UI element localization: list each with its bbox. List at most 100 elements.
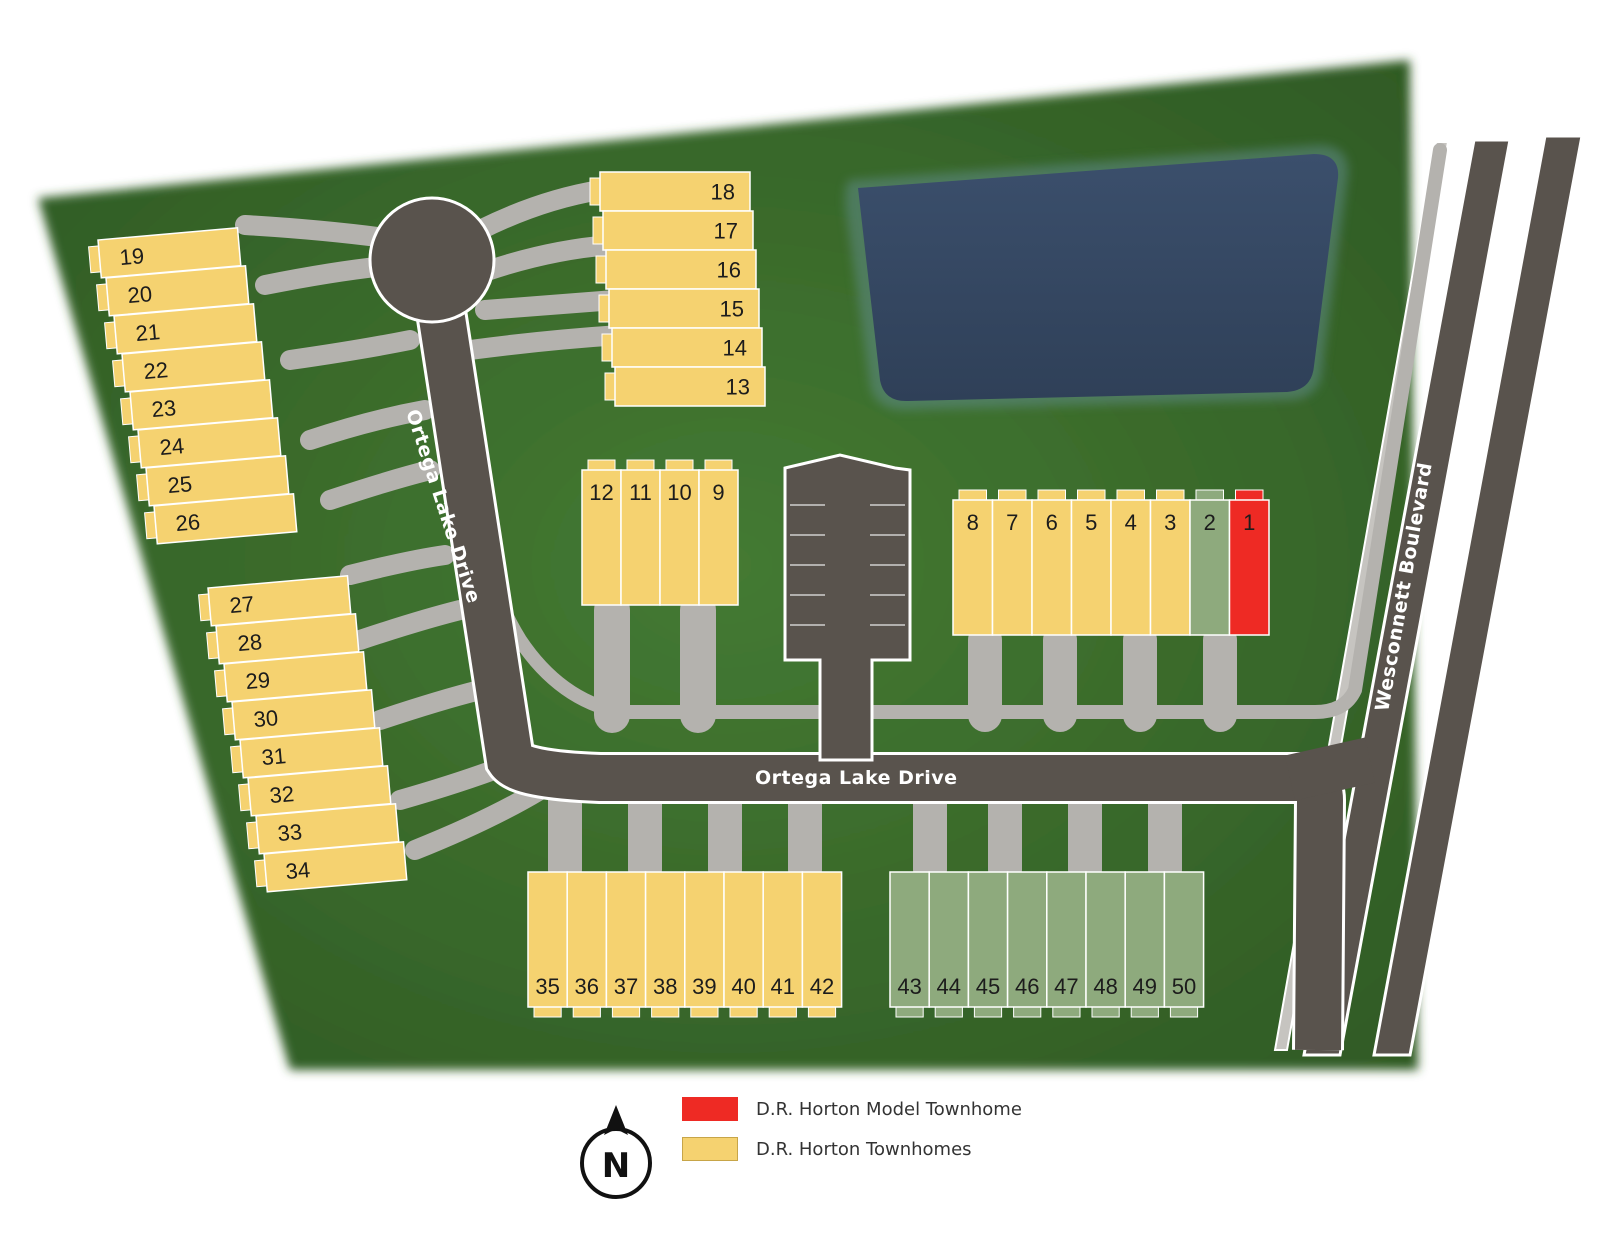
- lot-48[interactable]: 48: [1085, 871, 1126, 1018]
- lot-1[interactable]: 1: [1228, 489, 1270, 636]
- lot-31[interactable]: 31: [230, 726, 384, 779]
- lot-tab: [973, 1006, 1003, 1018]
- lot-number: 7: [1006, 510, 1018, 535]
- lot-12[interactable]: 12: [581, 459, 622, 606]
- parking-lot: [783, 453, 912, 762]
- lot-block: [608, 288, 760, 329]
- lot-number: 15: [720, 297, 744, 322]
- lot-tab: [1116, 489, 1145, 501]
- lot-5[interactable]: 5: [1070, 489, 1112, 636]
- lot-tab: [665, 459, 694, 471]
- lot-number: 21: [135, 319, 162, 346]
- lot-50[interactable]: 50: [1163, 871, 1205, 1018]
- lot-14[interactable]: 14: [601, 327, 763, 368]
- lot-2[interactable]: 2: [1189, 489, 1231, 636]
- lot-block: [263, 840, 408, 893]
- lot-tab: [1169, 1006, 1199, 1018]
- lot-number: 24: [159, 433, 186, 460]
- lot-block: [1070, 499, 1112, 636]
- lot-38[interactable]: 38: [644, 871, 686, 1018]
- lot-block: [605, 249, 757, 290]
- lot-number: 9: [712, 480, 724, 505]
- street-label-ortega-main: Ortega Lake Drive: [755, 767, 958, 789]
- lot-number: 30: [253, 705, 280, 732]
- lot-17[interactable]: 17: [592, 210, 754, 251]
- lot-21[interactable]: 21: [104, 302, 258, 355]
- lot-8[interactable]: 8: [952, 489, 994, 636]
- lot-34[interactable]: 34: [254, 840, 408, 893]
- lot-36[interactable]: 36: [566, 871, 608, 1018]
- lot-28[interactable]: 28: [206, 612, 360, 665]
- lot-block: [1031, 499, 1073, 636]
- lot-tab: [1091, 1006, 1120, 1018]
- lot-16[interactable]: 16: [595, 249, 757, 290]
- legend-swatch-townhomes: [682, 1137, 738, 1161]
- lot-44[interactable]: 44: [928, 871, 970, 1018]
- lot-45[interactable]: 45: [967, 871, 1009, 1018]
- lot-23[interactable]: 23: [120, 378, 274, 431]
- lot-6[interactable]: 6: [1031, 489, 1073, 636]
- lot-39[interactable]: 39: [684, 871, 725, 1018]
- lot-number: 22: [143, 357, 170, 384]
- lot-number: 8: [967, 510, 979, 535]
- lot-26[interactable]: 26: [144, 492, 298, 545]
- lot-47[interactable]: 47: [1046, 871, 1087, 1018]
- lot-11[interactable]: 11: [620, 459, 661, 606]
- lot-18[interactable]: 18: [589, 171, 751, 212]
- lot-tab: [604, 372, 616, 401]
- lot-tab: [587, 459, 616, 471]
- lot-number: 40: [731, 974, 755, 999]
- lot-10[interactable]: 10: [659, 459, 700, 606]
- lot-7[interactable]: 7: [991, 489, 1033, 636]
- lot-number: 36: [575, 974, 599, 999]
- lot-37[interactable]: 37: [605, 871, 647, 1018]
- lot-3[interactable]: 3: [1149, 489, 1191, 636]
- lot-tab: [1013, 1006, 1042, 1018]
- lot-number: 37: [614, 974, 638, 999]
- lot-number: 47: [1054, 974, 1078, 999]
- lot-41[interactable]: 41: [762, 871, 804, 1018]
- lot-block: [801, 871, 843, 1008]
- lot-35[interactable]: 35: [527, 871, 568, 1018]
- lot-42[interactable]: 42: [801, 871, 843, 1018]
- lot-block: [1085, 871, 1126, 1008]
- lot-block: [952, 499, 994, 636]
- lot-tab: [1052, 1006, 1081, 1018]
- lot-tab: [611, 1006, 641, 1018]
- lot-number: 17: [714, 219, 738, 244]
- lot-number: 49: [1133, 974, 1157, 999]
- lot-number: 18: [711, 180, 735, 205]
- lot-number: 39: [692, 974, 716, 999]
- lot-20[interactable]: 20: [96, 264, 250, 317]
- lot-block: [1006, 871, 1048, 1008]
- lot-13[interactable]: 13: [604, 366, 766, 407]
- lot-number: 25: [167, 471, 194, 498]
- lot-22[interactable]: 22: [112, 340, 266, 393]
- lot-block: [928, 871, 970, 1008]
- lot-block: [698, 469, 739, 606]
- lot-32[interactable]: 32: [238, 764, 392, 817]
- lot-number: 48: [1093, 974, 1117, 999]
- lot-number: 26: [175, 509, 202, 536]
- lot-tab: [651, 1006, 680, 1018]
- lot-19[interactable]: 19: [88, 226, 242, 279]
- lot-15[interactable]: 15: [598, 288, 760, 329]
- lot-tab: [1195, 489, 1224, 501]
- lot-tab: [1077, 489, 1106, 501]
- lot-block: [1163, 871, 1205, 1008]
- lot-4[interactable]: 4: [1110, 489, 1152, 636]
- lot-49[interactable]: 49: [1124, 871, 1166, 1018]
- lot-number: 41: [771, 974, 795, 999]
- lot-24[interactable]: 24: [128, 416, 282, 469]
- lot-43[interactable]: 43: [889, 871, 930, 1018]
- lot-tab: [1130, 1006, 1159, 1018]
- lot-40[interactable]: 40: [723, 871, 764, 1018]
- lot-29[interactable]: 29: [214, 650, 368, 703]
- lot-9[interactable]: 9: [698, 459, 739, 606]
- lot-46[interactable]: 46: [1006, 871, 1048, 1018]
- lot-number: 19: [119, 243, 146, 270]
- lot-tab: [1156, 489, 1185, 501]
- lot-number: 44: [937, 974, 961, 999]
